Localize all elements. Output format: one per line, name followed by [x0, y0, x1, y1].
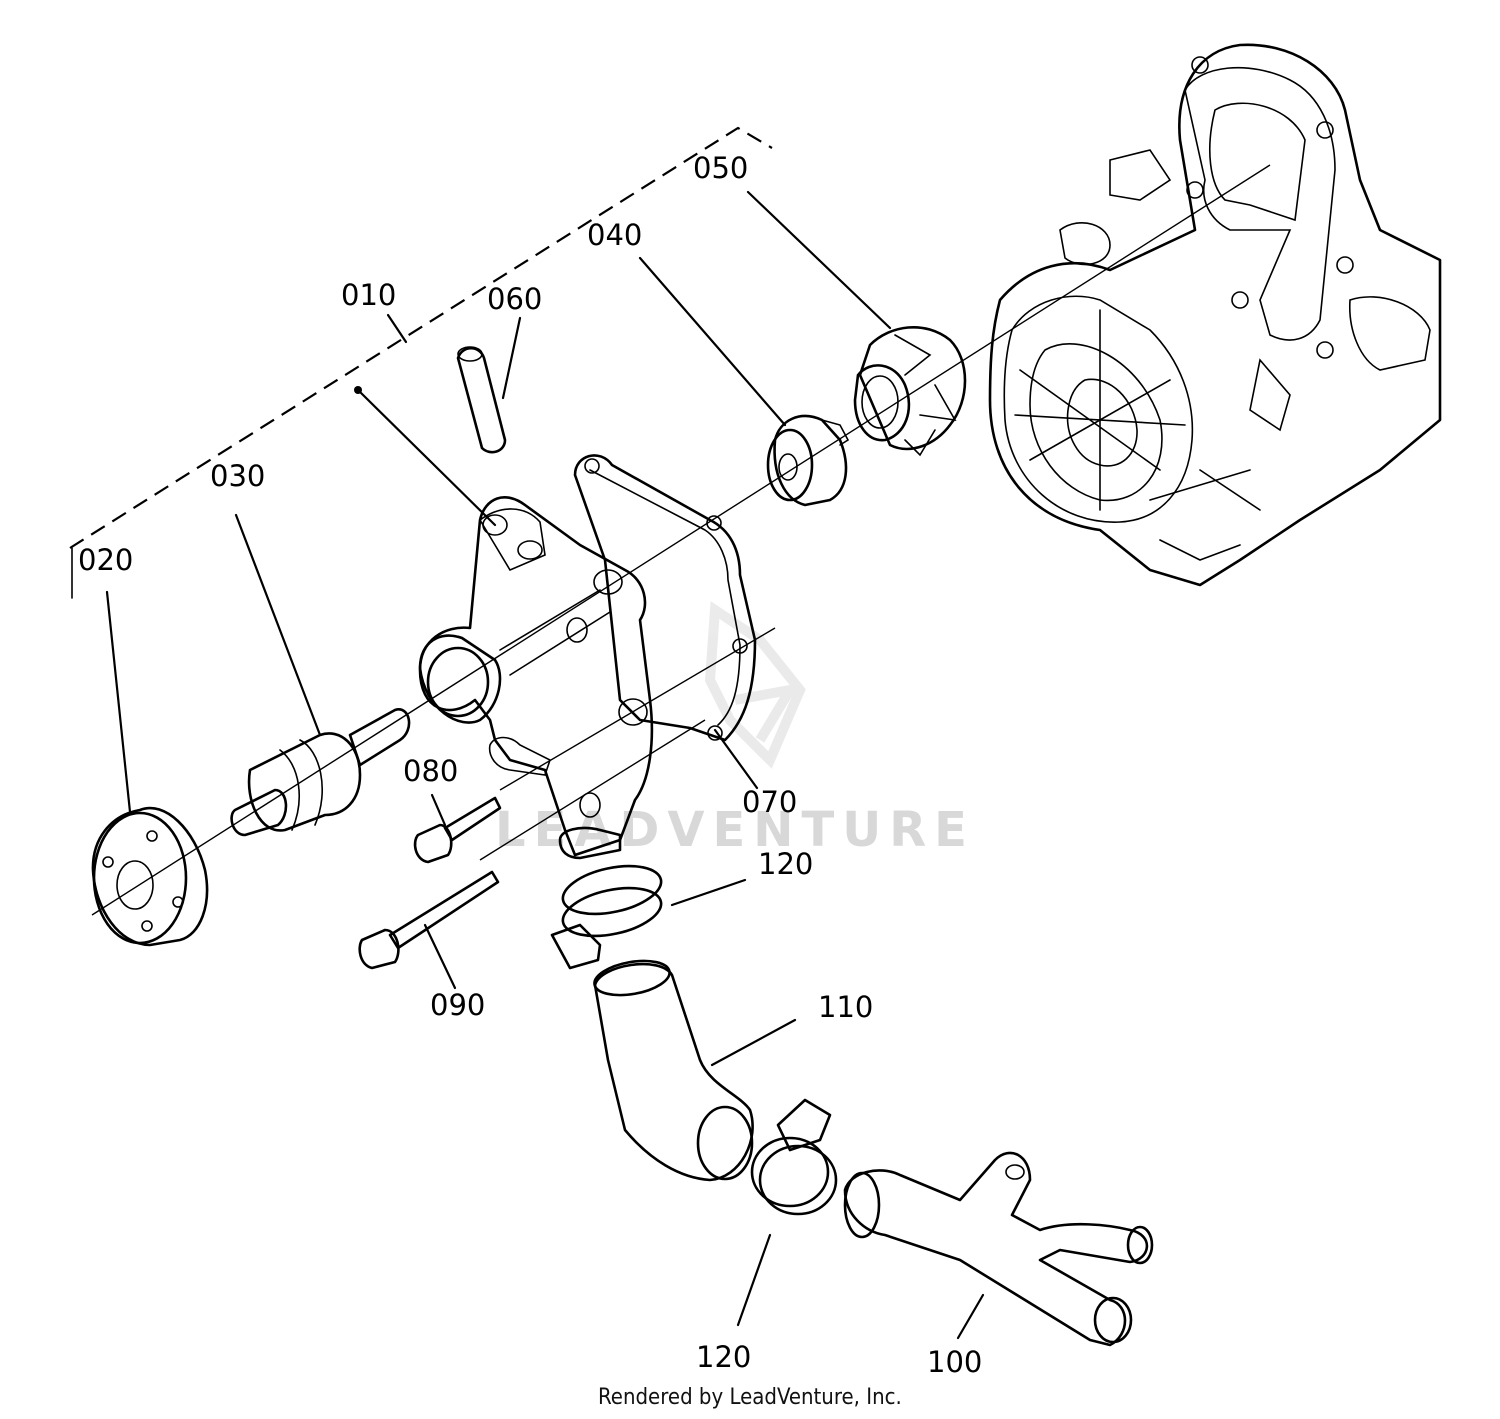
engine-block [988, 43, 1442, 587]
hose-clamp-upper [550, 864, 663, 970]
leader-lines [105, 190, 985, 1340]
assembly-axes [91, 164, 1271, 916]
shaft-bearing [230, 708, 411, 837]
callout-labels: 010 020 030 040 050 060 070 080 090 100 … [78, 151, 982, 1379]
bypass-pipe [456, 346, 507, 454]
long-bolt [358, 870, 500, 970]
callout-020: 020 [78, 543, 133, 577]
render-credit: Rendered by LeadVenture, Inc. [598, 1385, 902, 1410]
callout-080: 080 [403, 754, 458, 788]
callout-120-upper: 120 [758, 847, 813, 881]
mechanical-seal [766, 414, 850, 507]
callout-060: 060 [487, 282, 542, 316]
elbow-hose [593, 959, 754, 1182]
hose-clamp-lower [750, 1098, 838, 1216]
watermark-logo [704, 601, 806, 769]
water-pipe [843, 1151, 1154, 1347]
impeller [853, 326, 967, 457]
assembly-bracket [69, 126, 773, 599]
callout-100: 100 [927, 1345, 982, 1379]
callout-010: 010 [341, 278, 396, 312]
callout-040: 040 [587, 218, 642, 252]
callout-120-lower: 120 [696, 1340, 751, 1374]
callout-110: 110 [818, 990, 873, 1024]
callout-050: 050 [693, 151, 748, 185]
callout-090: 090 [430, 988, 485, 1022]
callout-070: 070 [742, 785, 797, 819]
pulley-flange [91, 806, 209, 947]
short-bolt [413, 796, 502, 864]
callout-030: 030 [210, 459, 265, 493]
pump-body [418, 454, 757, 860]
